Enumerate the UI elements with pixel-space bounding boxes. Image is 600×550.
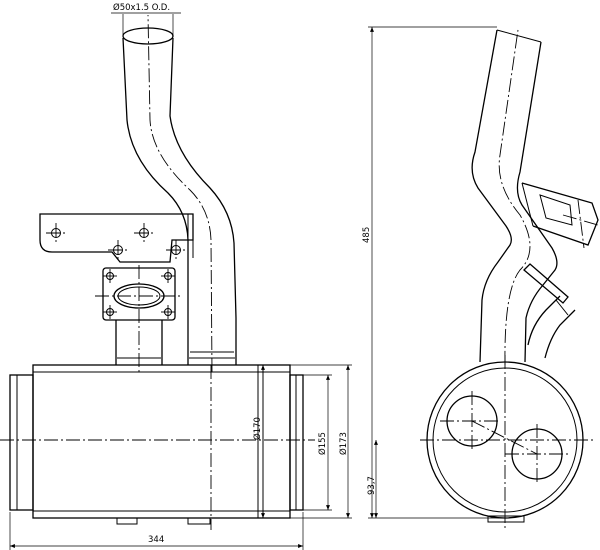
dim-length: 344	[9, 512, 304, 550]
dim-dia-170-label: Ø170	[252, 417, 263, 440]
side-bracket	[521, 182, 599, 249]
muffler-body	[9, 364, 304, 525]
outlet-pipe	[122, 14, 237, 373]
dim-length-label: 344	[148, 535, 164, 545]
tube-spec-label: Ø50x1.5 O.D.	[113, 2, 170, 13]
side-outlet-pipe	[471, 29, 558, 366]
dim-dia-173: Ø173	[290, 364, 352, 519]
body-end-circle	[420, 355, 595, 530]
front-view: Ø50x1.5 O.D. 344 Ø170 Ø155 Ø173	[0, 2, 352, 550]
side-view: 485 93,7	[362, 26, 599, 530]
dim-center-height: 93,7	[367, 440, 378, 518]
dim-dia-155: Ø155	[303, 374, 332, 511]
mounting-bracket	[39, 213, 194, 263]
bracket-hole	[166, 240, 186, 260]
inlet-flange	[95, 265, 182, 372]
side-inlet-pipe	[523, 263, 576, 359]
dim-height-label: 485	[362, 227, 372, 243]
dim-center-height-label: 93,7	[367, 476, 377, 495]
bracket-hole	[134, 223, 154, 243]
dim-height: 485	[362, 26, 505, 519]
bracket-hole	[108, 240, 128, 260]
dim-dia-155-label: Ø155	[317, 432, 328, 455]
dim-dia-173-label: Ø173	[338, 432, 349, 455]
dim-dia-170: Ø170	[252, 365, 265, 518]
bracket-hole	[46, 223, 66, 243]
